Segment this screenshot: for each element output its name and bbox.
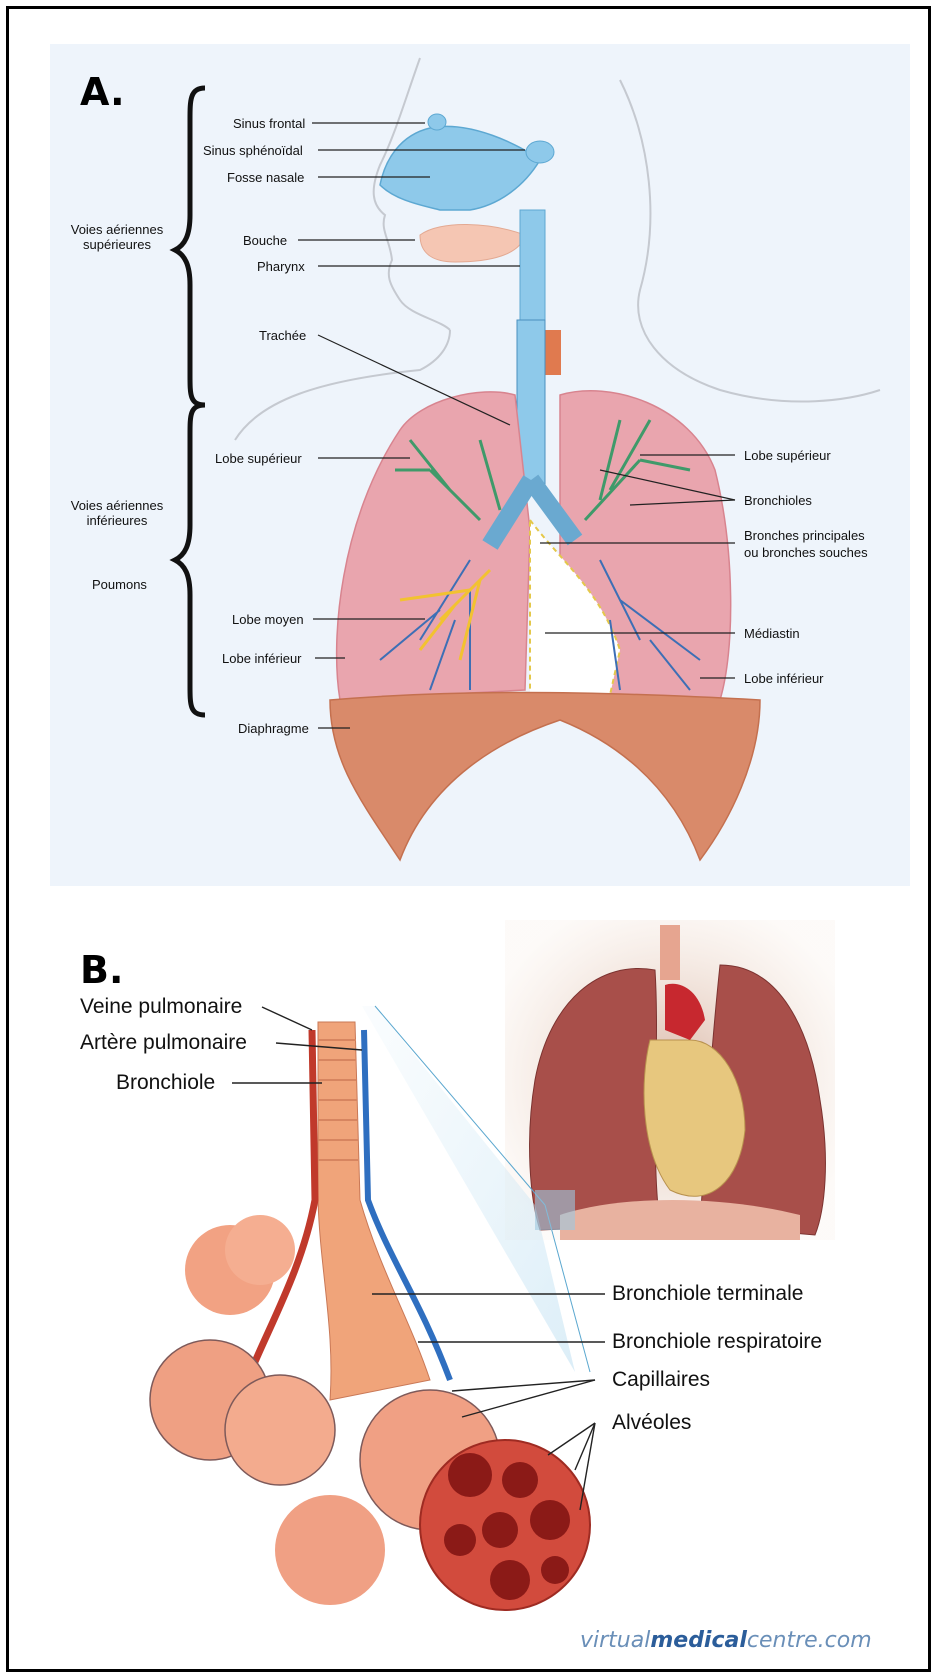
- pulmonary-vein: [240, 1030, 315, 1400]
- inset-trachea: [660, 925, 680, 980]
- watermark-virtualmedicalcentre: virtualmedicalcentre.com: [580, 1628, 872, 1653]
- label-bronchiole-terminale: Bronchiole terminale: [612, 1282, 803, 1306]
- label-veine-pulmonaire: Veine pulmonaire: [80, 995, 242, 1019]
- label-capillaires: Capillaires: [612, 1368, 710, 1392]
- label-bronchiole-respiratoire: Bronchiole respiratoire: [612, 1330, 822, 1354]
- label-artere-pulmonaire: Artère pulmonaire: [80, 1031, 247, 1055]
- zoom-origin-box: [535, 1190, 575, 1230]
- label-bronchiole: Bronchiole: [116, 1071, 215, 1095]
- label-alveoles: Alvéoles: [612, 1411, 691, 1435]
